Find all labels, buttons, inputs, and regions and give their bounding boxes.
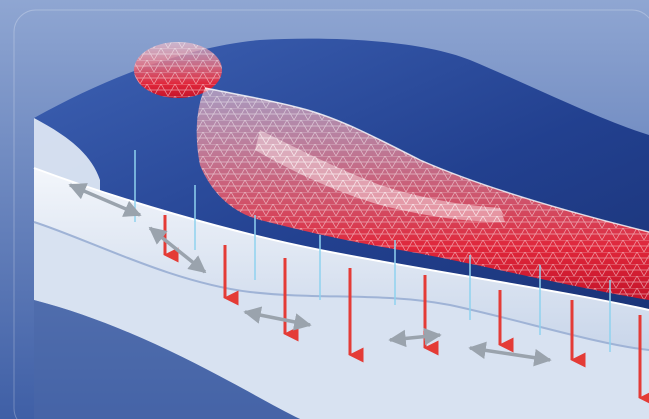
mattress-illustration — [0, 0, 649, 419]
illustration-frame — [0, 0, 649, 419]
